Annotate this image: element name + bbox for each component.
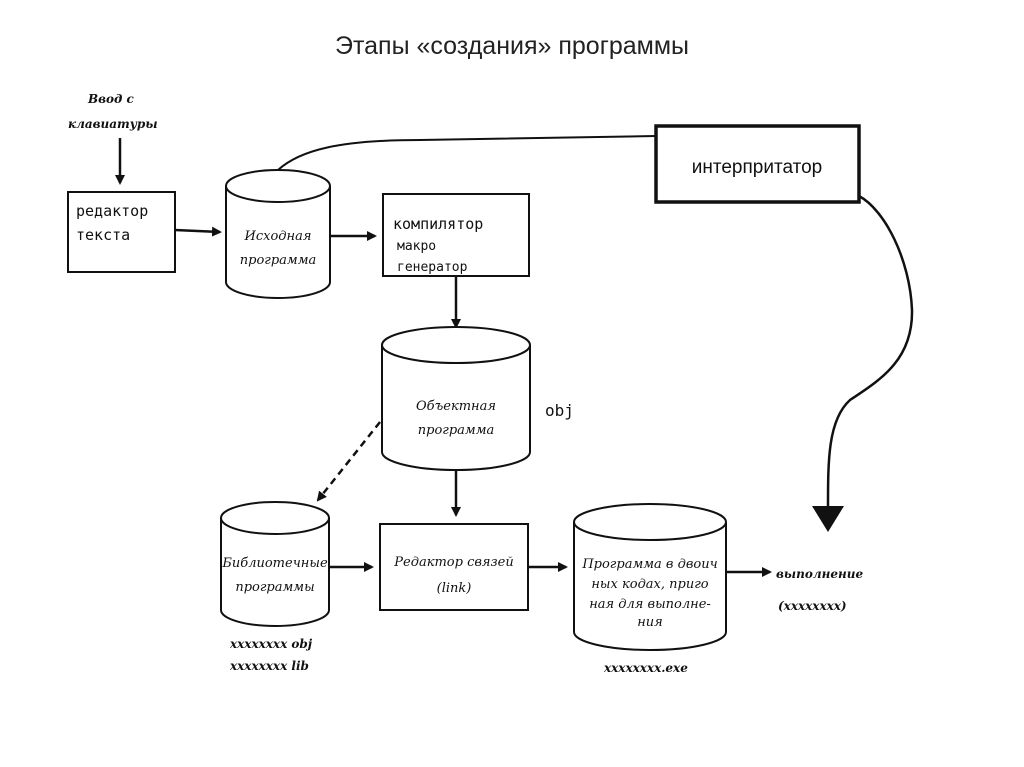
line-source-to-interpreter (277, 135, 657, 171)
arrow-editor-to-source (174, 226, 222, 237)
svg-text:Объектная: Объектная (416, 399, 496, 414)
library-file-obj: xxxxxxxx obj (229, 637, 313, 651)
dashed-arrow-object-to-library (316, 421, 381, 502)
svg-text:текста: текста (76, 226, 130, 244)
svg-text:ная для выполне-: ная для выполне- (589, 597, 711, 612)
linker-box: Редактор связей (link) (379, 523, 529, 611)
keyboard-input-label: Ввод с клавиатуры (68, 92, 158, 131)
svg-text:Редактор связей: Редактор связей (393, 555, 513, 570)
svg-text:ния: ния (637, 615, 663, 630)
svg-text:Ввод с: Ввод с (87, 92, 135, 106)
svg-text:программа: программа (418, 423, 494, 438)
svg-text:программа: программа (240, 253, 316, 268)
execution-arrowhead-icon (812, 506, 844, 532)
svg-text:выполнение: выполнение (776, 567, 863, 581)
svg-text:клавиатуры: клавиатуры (68, 117, 158, 131)
svg-text:(xxxxxxxx): (xxxxxxxx) (778, 599, 847, 613)
text-editor-box: редактор текста (67, 191, 176, 273)
execution-label: выполнение (xxxxxxxx) (776, 567, 863, 613)
svg-text:Библиотечные: Библиотечные (221, 556, 328, 571)
object-ext-label: obj (545, 401, 574, 420)
svg-text:редактор: редактор (76, 202, 148, 220)
svg-text:(link): (link) (437, 581, 472, 596)
arrow-interpreter-to-execution (826, 194, 914, 509)
svg-text:компилятор: компилятор (393, 215, 483, 233)
svg-text:Программа в двоич: Программа в двоич (581, 557, 717, 572)
source-program-cylinder: Исходная программа (225, 169, 331, 299)
svg-text:Исходная: Исходная (244, 229, 312, 244)
compiler-box: компилятор макро генератор (382, 193, 530, 277)
object-program-cylinder: Объектная программа (381, 326, 531, 471)
library-file-lib: xxxxxxxx lib (229, 659, 309, 673)
svg-text:интерпритатор: интерпритатор (692, 157, 822, 178)
svg-text:программы: программы (235, 580, 314, 595)
page-title: Этапы «создания» программы (335, 32, 689, 60)
binary-program-cylinder: Программа в двоич ных кодах, приго ная д… (573, 503, 727, 651)
library-programs-cylinder: Библиотечные программы (220, 501, 330, 627)
svg-text:макро: макро (397, 239, 436, 254)
svg-text:ных кодах, приго: ных кодах, приго (591, 577, 708, 592)
svg-text:генератор: генератор (397, 260, 468, 275)
interpreter-box: интерпритатор (654, 124, 861, 204)
binary-file-exe: xxxxxxxx.exe (603, 661, 688, 675)
